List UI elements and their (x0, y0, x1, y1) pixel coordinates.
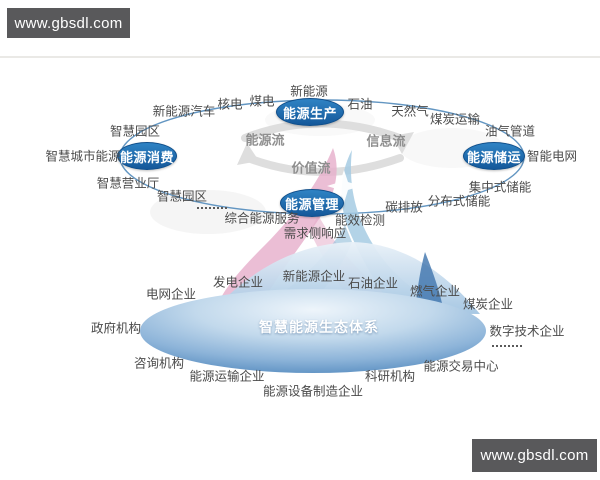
eco-label-4: 燃气企业 (409, 284, 461, 299)
ring-label-3: 新能源汽车 (152, 104, 216, 119)
ring-label-15: 油气管道 (484, 124, 536, 139)
ring-label-5: 智慧城市能源 (45, 149, 121, 164)
ring-label-4: 智慧园区 (109, 124, 161, 139)
flow-label-0: 能源流 (245, 132, 285, 148)
eco-label-1: 发电企业 (212, 275, 264, 290)
ecosystem-ellipse (140, 289, 486, 373)
dotted-connector-left (197, 207, 227, 209)
eco-label-10: 能源运输企业 (189, 369, 265, 384)
eco-label-5: 煤炭企业 (462, 297, 514, 312)
site-badge-bottom-right: www.gbsdl.com (472, 439, 597, 472)
ecosystem-title: 智慧能源生态体系 (259, 319, 379, 335)
eco-label-6: 数字技术企业 (489, 324, 565, 339)
ring-label-16: 煤炭运输 (429, 112, 481, 127)
ring-label-8: 综合能源服务 (224, 211, 300, 226)
ring-label-18: 石油 (347, 97, 373, 112)
star-icon (327, 170, 361, 203)
flow-label-2: 价值流 (291, 160, 331, 176)
node-energy-storage-transport: 能源储运 (463, 142, 525, 170)
eco-label-3: 石油企业 (347, 276, 399, 291)
ring-label-0: 新能源 (290, 84, 328, 99)
eco-label-9: 能源设备制造企业 (262, 384, 364, 399)
ring-label-13: 集中式储能 (468, 180, 532, 195)
ring-label-11: 碳排放 (385, 200, 423, 215)
eco-label-0: 电网企业 (145, 287, 197, 302)
node-energy-consumption: 能源消费 (117, 142, 177, 170)
ring-label-14: 智能电网 (526, 149, 578, 164)
ring-label-12: 分布式储能 (427, 194, 491, 209)
ring-label-7: 智慧园区 (156, 189, 208, 204)
eco-label-12: 政府机构 (90, 321, 142, 336)
ring-label-10: 能效检测 (334, 213, 386, 228)
ring-label-9: 需求侧响应 (283, 226, 347, 241)
ring-label-1: 煤电 (249, 94, 275, 109)
eco-label-8: 科研机构 (364, 369, 416, 384)
site-badge-top-left: www.gbsdl.com (7, 8, 130, 38)
ring-label-2: 核电 (217, 97, 243, 112)
node-energy-production: 能源生产 (276, 98, 344, 126)
flow-label-1: 信息流 (366, 133, 406, 149)
header-separator (0, 56, 600, 58)
ring-label-6: 智慧营业厅 (96, 176, 160, 191)
eco-label-2: 新能源企业 (282, 269, 346, 284)
ring-label-17: 天然气 (391, 104, 429, 119)
dotted-connector-right (492, 345, 522, 347)
eco-label-7: 能源交易中心 (423, 359, 499, 374)
node-energy-management: 能源管理 (280, 189, 344, 217)
eco-label-11: 咨询机构 (133, 356, 185, 371)
